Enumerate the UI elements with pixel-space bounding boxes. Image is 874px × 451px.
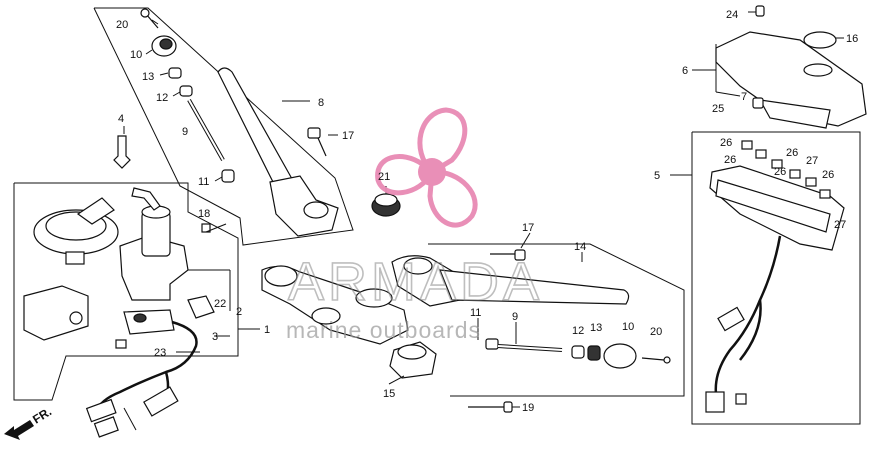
callout-26: 26	[724, 154, 736, 166]
callout-20: 20	[116, 19, 128, 31]
meter-harness-group	[670, 131, 861, 425]
callout-6: 6	[682, 65, 688, 77]
callout-12: 12	[572, 325, 584, 337]
callout-9: 9	[512, 311, 518, 323]
callout-8: 8	[318, 97, 324, 109]
callout-17: 17	[522, 222, 534, 234]
callout-25: 25	[712, 103, 724, 115]
callout-4: 4	[118, 113, 124, 125]
callout-labels: 20 10 13 12 9 11 8 17 4 18 21 22 2 3 1 2…	[116, 9, 858, 414]
meter-cover-group	[692, 5, 867, 129]
callout-1: 1	[264, 324, 270, 336]
watermark-tagline: marine outboards	[286, 317, 481, 343]
callout-18: 18	[198, 208, 210, 220]
watermark-brand: ARMADA	[288, 252, 543, 312]
ignition-group	[13, 126, 260, 438]
callout-22: 22	[214, 298, 226, 310]
callout-26: 26	[774, 166, 786, 178]
handlebar-group-center	[261, 186, 685, 413]
callout-5: 5	[654, 170, 660, 182]
callout-27: 27	[806, 155, 818, 167]
callout-19: 19	[522, 402, 534, 414]
callout-10: 10	[622, 321, 634, 333]
callout-11: 11	[198, 176, 209, 188]
callout-24: 24	[726, 9, 738, 21]
callout-2: 2	[236, 306, 242, 318]
front-direction-label: FR.	[30, 404, 54, 426]
callout-17: 17	[342, 130, 354, 142]
callout-21: 21	[378, 171, 390, 183]
front-direction-arrow-icon	[4, 420, 34, 440]
callout-9: 9	[182, 126, 188, 138]
callout-14: 14	[574, 241, 586, 253]
callout-12: 12	[156, 92, 168, 104]
callout-3: 3	[212, 331, 218, 343]
callout-15: 15	[383, 388, 395, 400]
armada-logo-icon	[375, 107, 478, 228]
callout-13: 13	[142, 71, 154, 83]
handlebar-group-left	[93, 7, 354, 246]
callout-13: 13	[590, 322, 602, 334]
callout-11: 11	[470, 307, 481, 319]
callout-23: 23	[154, 347, 166, 359]
callout-26: 26	[822, 169, 834, 181]
callout-26: 26	[720, 137, 732, 149]
callout-20: 20	[650, 326, 662, 338]
callout-10: 10	[130, 49, 142, 61]
callout-26: 26	[786, 147, 798, 159]
callout-27: 27	[834, 219, 846, 231]
callout-16: 16	[846, 33, 858, 45]
callout-7: 7	[741, 91, 747, 103]
